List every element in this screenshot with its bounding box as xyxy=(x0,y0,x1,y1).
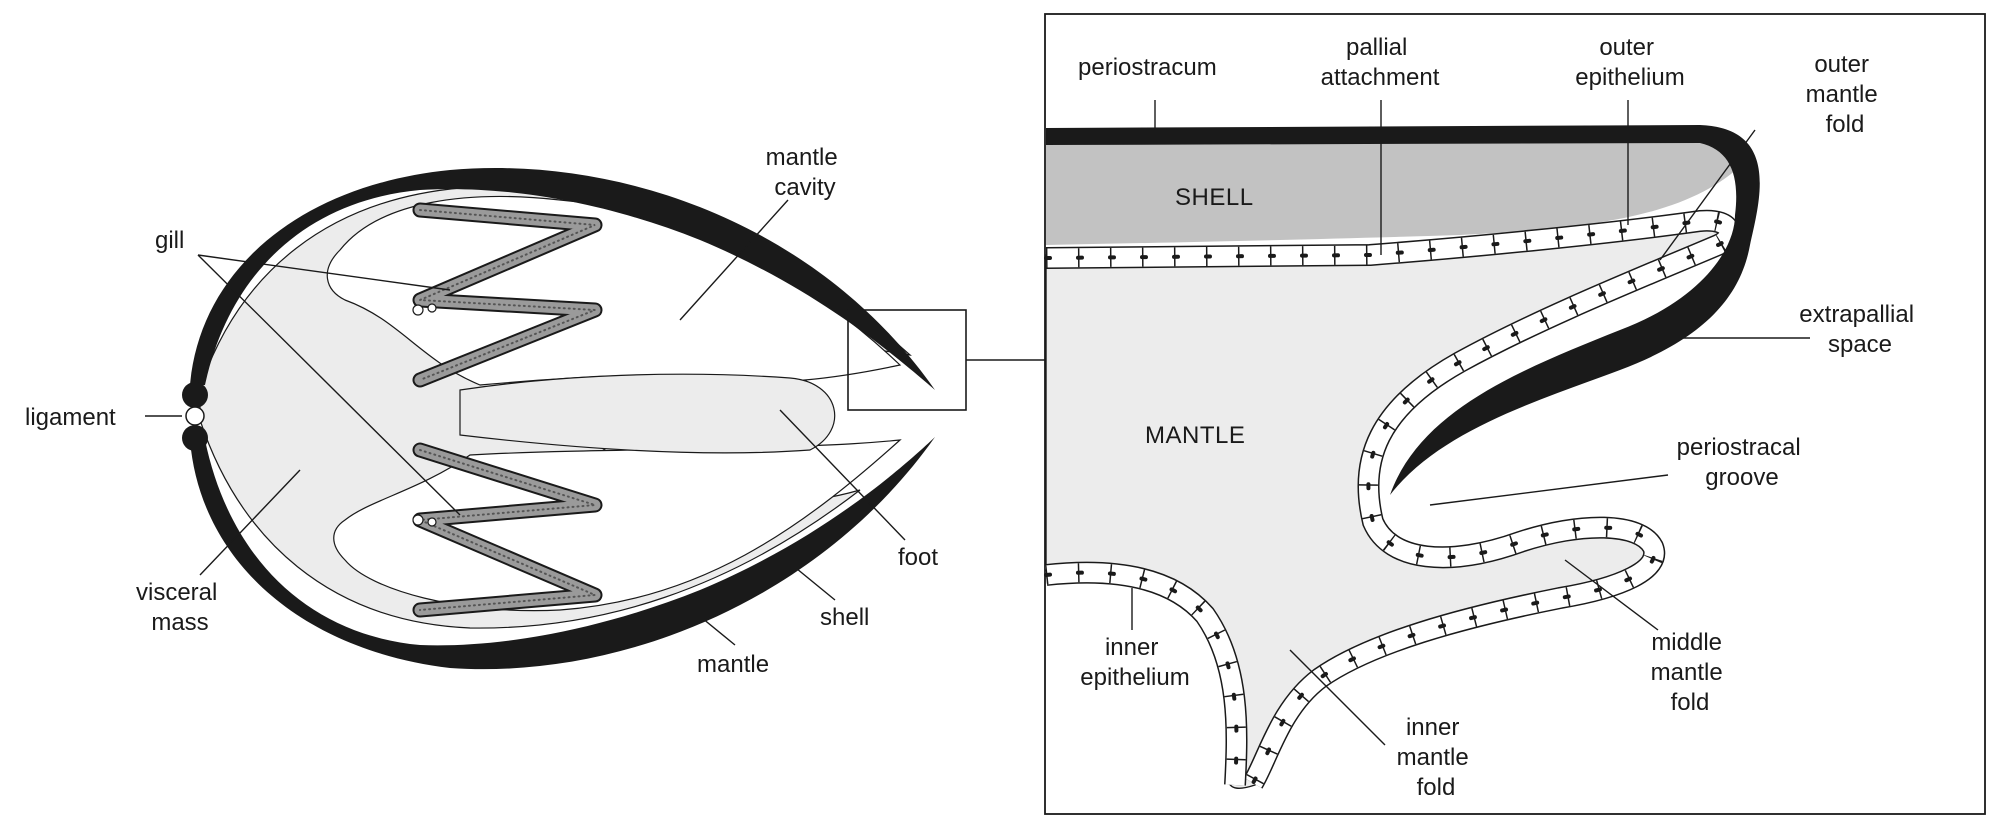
shell-lower-valve xyxy=(190,437,935,670)
label-mantle-cavity: mantle cavity xyxy=(766,144,845,201)
epithelium-nuclei xyxy=(1044,218,1732,785)
label-middle-mantle-fold: middle mantle fold xyxy=(1651,629,1730,716)
hinge-knob-upper xyxy=(182,382,208,408)
foot xyxy=(459,373,836,454)
hinge-knob-lower xyxy=(182,425,208,451)
label-periostracal-groove: periostracal groove xyxy=(1677,434,1808,491)
label-foot: foot xyxy=(898,544,938,571)
label-outer-mantle-fold: outer mantle fold xyxy=(1806,51,1885,138)
label-ligament: ligament xyxy=(25,404,116,431)
gill-lower xyxy=(412,442,603,618)
bivalve-cross-section xyxy=(182,168,1045,670)
label-periostracum: periostracum xyxy=(1078,54,1217,81)
ligament-circle xyxy=(185,406,205,426)
label-inner-epithelium: inner epithelium xyxy=(1080,634,1189,691)
label-pallial-attachment: pallial attachment xyxy=(1321,34,1440,91)
label-mantle: mantle xyxy=(697,651,769,678)
label-mantle-region: MANTLE xyxy=(1145,422,1245,449)
right-leaders xyxy=(1131,100,1810,746)
shell-region xyxy=(1046,140,1745,245)
label-inner-mantle-fold: inner mantle fold xyxy=(1397,714,1476,801)
detail-panel xyxy=(1044,13,1986,815)
shell-upper-valve xyxy=(190,168,935,390)
label-outer-epithelium: outer epithelium xyxy=(1575,34,1684,91)
label-extrapallial-space: extrapallial space xyxy=(1799,301,1920,358)
label-shell-region: SHELL xyxy=(1175,184,1254,211)
mantle-cavity-lower xyxy=(333,439,902,612)
left-leaders xyxy=(145,199,906,646)
label-visceral-mass: visceral mass xyxy=(136,579,224,636)
label-shell: shell xyxy=(820,604,869,631)
gill-upper xyxy=(412,202,603,388)
label-gill: gill xyxy=(155,227,184,254)
